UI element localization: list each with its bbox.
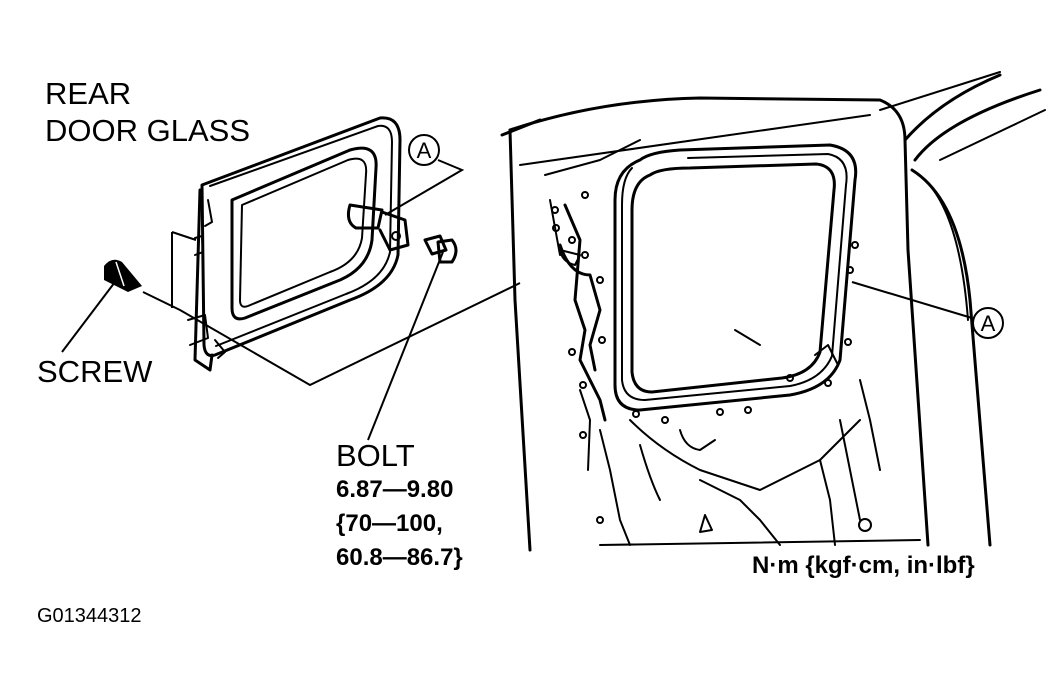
bolt-label: BOLT bbox=[336, 438, 415, 473]
glass-bracket bbox=[347, 203, 410, 252]
figure-id: G01344312 bbox=[37, 605, 142, 627]
leader-lines bbox=[61, 159, 973, 441]
screw-label: SCREW bbox=[37, 354, 153, 389]
callout-a-right-text: A bbox=[981, 311, 996, 336]
bolt-torque-line3: 60.8—86.7} bbox=[336, 544, 463, 571]
bolt-part bbox=[423, 234, 458, 264]
bolt-torque-line1: 6.87—9.80 bbox=[336, 476, 454, 503]
callout-a-left-text: A bbox=[417, 138, 432, 163]
rear-door-glass bbox=[187, 116, 402, 372]
screw-part bbox=[104, 259, 142, 292]
callout-a-left: A bbox=[408, 134, 440, 166]
glass-label-line1: REAR bbox=[45, 76, 132, 111]
callout-a-right: A bbox=[972, 307, 1004, 339]
torque-units-label: N·m {kgf·cm, in·lbf} bbox=[752, 552, 975, 579]
bolt-torque-line2: {70—100, bbox=[336, 510, 443, 537]
vehicle-door-body bbox=[500, 71, 1046, 552]
glass-label-line2: DOOR GLASS bbox=[45, 113, 250, 148]
